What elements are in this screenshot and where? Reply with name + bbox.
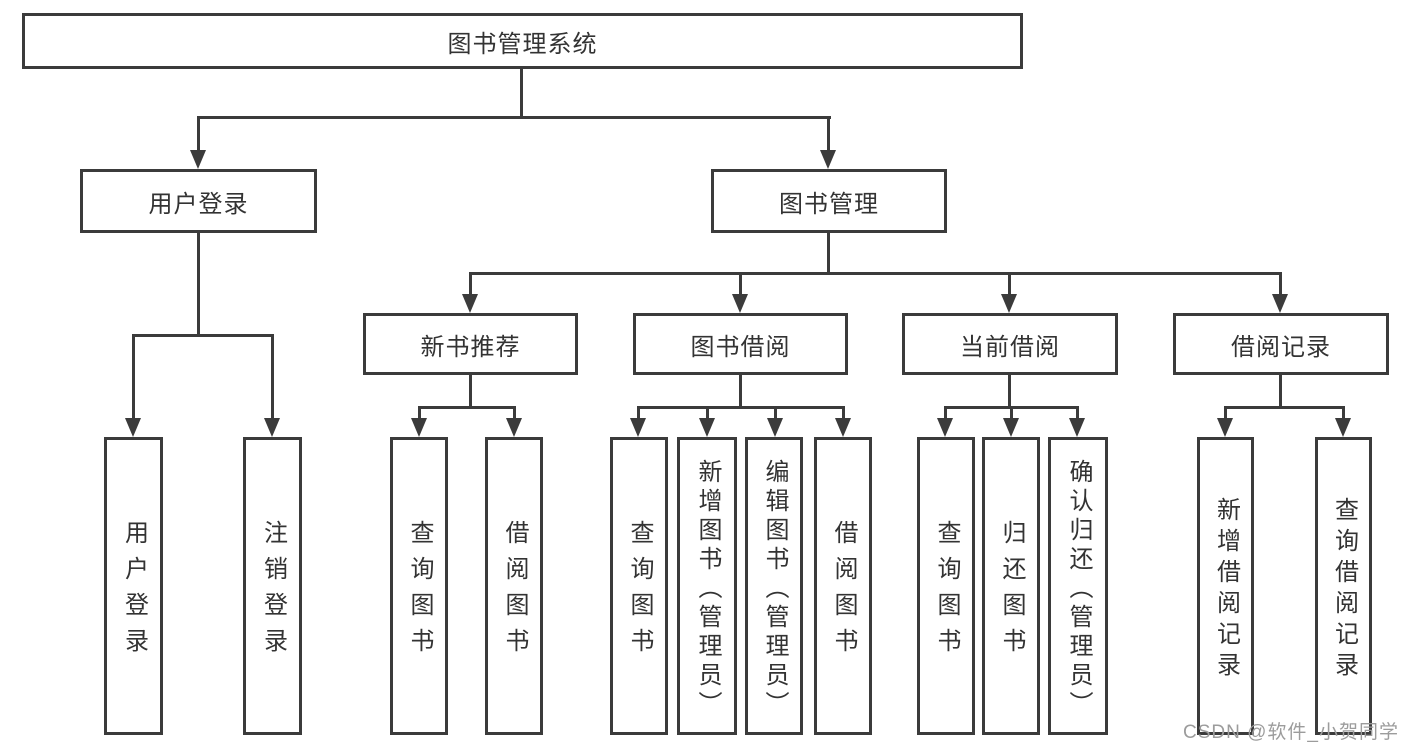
connector-line <box>1010 406 1013 422</box>
connector-line <box>739 272 742 297</box>
leaf-current-return-books: 归还图书 <box>982 437 1040 735</box>
arrow-down-icon <box>835 418 851 437</box>
leaf-borrow-add-books-admin-label: 新增图书（管理员） <box>694 458 721 720</box>
node-user-login: 用户登录 <box>80 169 317 233</box>
connector-line <box>944 406 947 422</box>
leaf-newbook-query-books-label: 查询图书 <box>406 520 433 664</box>
leaf-logout-login: 注销登录 <box>243 437 302 735</box>
connector-line <box>1342 406 1345 422</box>
leaf-user-login-label: 用户登录 <box>120 520 148 664</box>
leaf-newbook-borrow-books: 借阅图书 <box>485 437 543 735</box>
leaf-borrow-borrow-books-label: 借阅图书 <box>830 520 857 664</box>
node-book-borrow-label: 图书借阅 <box>690 333 791 361</box>
node-new-book-recommend-label: 新书推荐 <box>420 333 521 361</box>
connector-line <box>1008 272 1011 297</box>
leaf-borrow-borrow-books: 借阅图书 <box>814 437 872 735</box>
arrow-down-icon <box>820 150 836 169</box>
connector-line <box>1076 406 1079 422</box>
node-borrow-records-label: 借阅记录 <box>1231 333 1331 361</box>
node-book-borrow: 图书借阅 <box>633 313 848 375</box>
connector-line <box>469 272 1282 275</box>
leaf-logout-login-label: 注销登录 <box>259 520 287 664</box>
node-root: 图书管理系统 <box>22 13 1023 69</box>
arrow-down-icon <box>1001 294 1017 313</box>
leaf-current-query-books-label: 查询图书 <box>933 520 960 664</box>
connector-line <box>1224 406 1343 409</box>
connector-line <box>513 406 516 422</box>
arrow-down-icon <box>732 294 748 313</box>
connector-line <box>132 334 135 420</box>
csdn-watermark: CSDN @软件_小贺同学 <box>1183 722 1399 743</box>
leaf-borrow-edit-books-admin-label: 编辑图书（管理员） <box>761 458 788 720</box>
leaf-newbook-borrow-books-label: 借阅图书 <box>501 520 528 664</box>
connector-line <box>774 406 777 422</box>
connector-line <box>1008 375 1011 409</box>
arrow-down-icon <box>767 418 783 437</box>
leaf-current-confirm-return-admin: 确认归还（管理员） <box>1048 437 1108 735</box>
node-new-book-recommend: 新书推荐 <box>363 313 578 375</box>
arrow-down-icon <box>699 418 715 437</box>
arrow-down-icon <box>1069 418 1085 437</box>
node-book-management: 图书管理 <box>711 169 947 233</box>
arrow-down-icon <box>506 418 522 437</box>
node-root-label: 图书管理系统 <box>447 30 598 58</box>
node-borrow-records: 借阅记录 <box>1173 313 1389 375</box>
arrow-down-icon <box>1217 418 1233 437</box>
leaf-borrow-edit-books-admin: 编辑图书（管理员） <box>745 437 803 735</box>
connector-line <box>827 233 830 275</box>
connector-line <box>418 406 515 409</box>
leaf-records-query-record-label: 查询借阅记录 <box>1330 497 1358 683</box>
arrow-down-icon <box>462 294 478 313</box>
connector-line <box>520 69 523 119</box>
connector-line <box>469 272 472 297</box>
connector-line <box>197 116 200 152</box>
leaf-user-login: 用户登录 <box>104 437 163 735</box>
leaf-current-query-books: 查询图书 <box>917 437 975 735</box>
connector-line <box>637 406 844 409</box>
leaf-borrow-add-books-admin: 新增图书（管理员） <box>677 437 737 735</box>
leaf-records-add-record-label: 新增借阅记录 <box>1212 497 1240 683</box>
arrow-down-icon <box>411 418 427 437</box>
connector-line <box>271 334 274 420</box>
node-current-borrow: 当前借阅 <box>902 313 1118 375</box>
connector-line <box>706 406 709 422</box>
connector-line <box>132 334 273 337</box>
connector-line <box>827 116 830 152</box>
leaf-newbook-query-books: 查询图书 <box>390 437 448 735</box>
arrow-down-icon <box>1335 418 1351 437</box>
connector-line <box>197 116 831 119</box>
node-current-borrow-label: 当前借阅 <box>960 333 1060 361</box>
leaf-borrow-query-books-label: 查询图书 <box>626 520 653 664</box>
arrow-down-icon <box>264 418 280 437</box>
connector-line <box>1279 375 1282 409</box>
arrow-down-icon <box>937 418 953 437</box>
leaf-records-query-record: 查询借阅记录 <box>1315 437 1372 735</box>
connector-line <box>739 375 742 409</box>
arrow-down-icon <box>630 418 646 437</box>
leaf-current-confirm-return-admin-label: 确认归还（管理员） <box>1065 458 1092 720</box>
leaf-current-return-books-label: 归还图书 <box>998 520 1025 664</box>
arrow-down-icon <box>1003 418 1019 437</box>
connector-line <box>469 375 472 409</box>
leaf-borrow-query-books: 查询图书 <box>610 437 668 735</box>
node-user-login-label: 用户登录 <box>148 190 249 218</box>
arrow-down-icon <box>190 150 206 169</box>
arrow-down-icon <box>125 418 141 437</box>
connector-line <box>418 406 421 422</box>
connector-line <box>1279 272 1282 297</box>
node-book-management-label: 图书管理 <box>779 190 879 218</box>
connector-line <box>1224 406 1227 422</box>
arrow-down-icon <box>1272 294 1288 313</box>
connector-line <box>637 406 640 422</box>
connector-line <box>842 406 845 422</box>
connector-line <box>197 233 200 337</box>
leaf-records-add-record: 新增借阅记录 <box>1197 437 1254 735</box>
